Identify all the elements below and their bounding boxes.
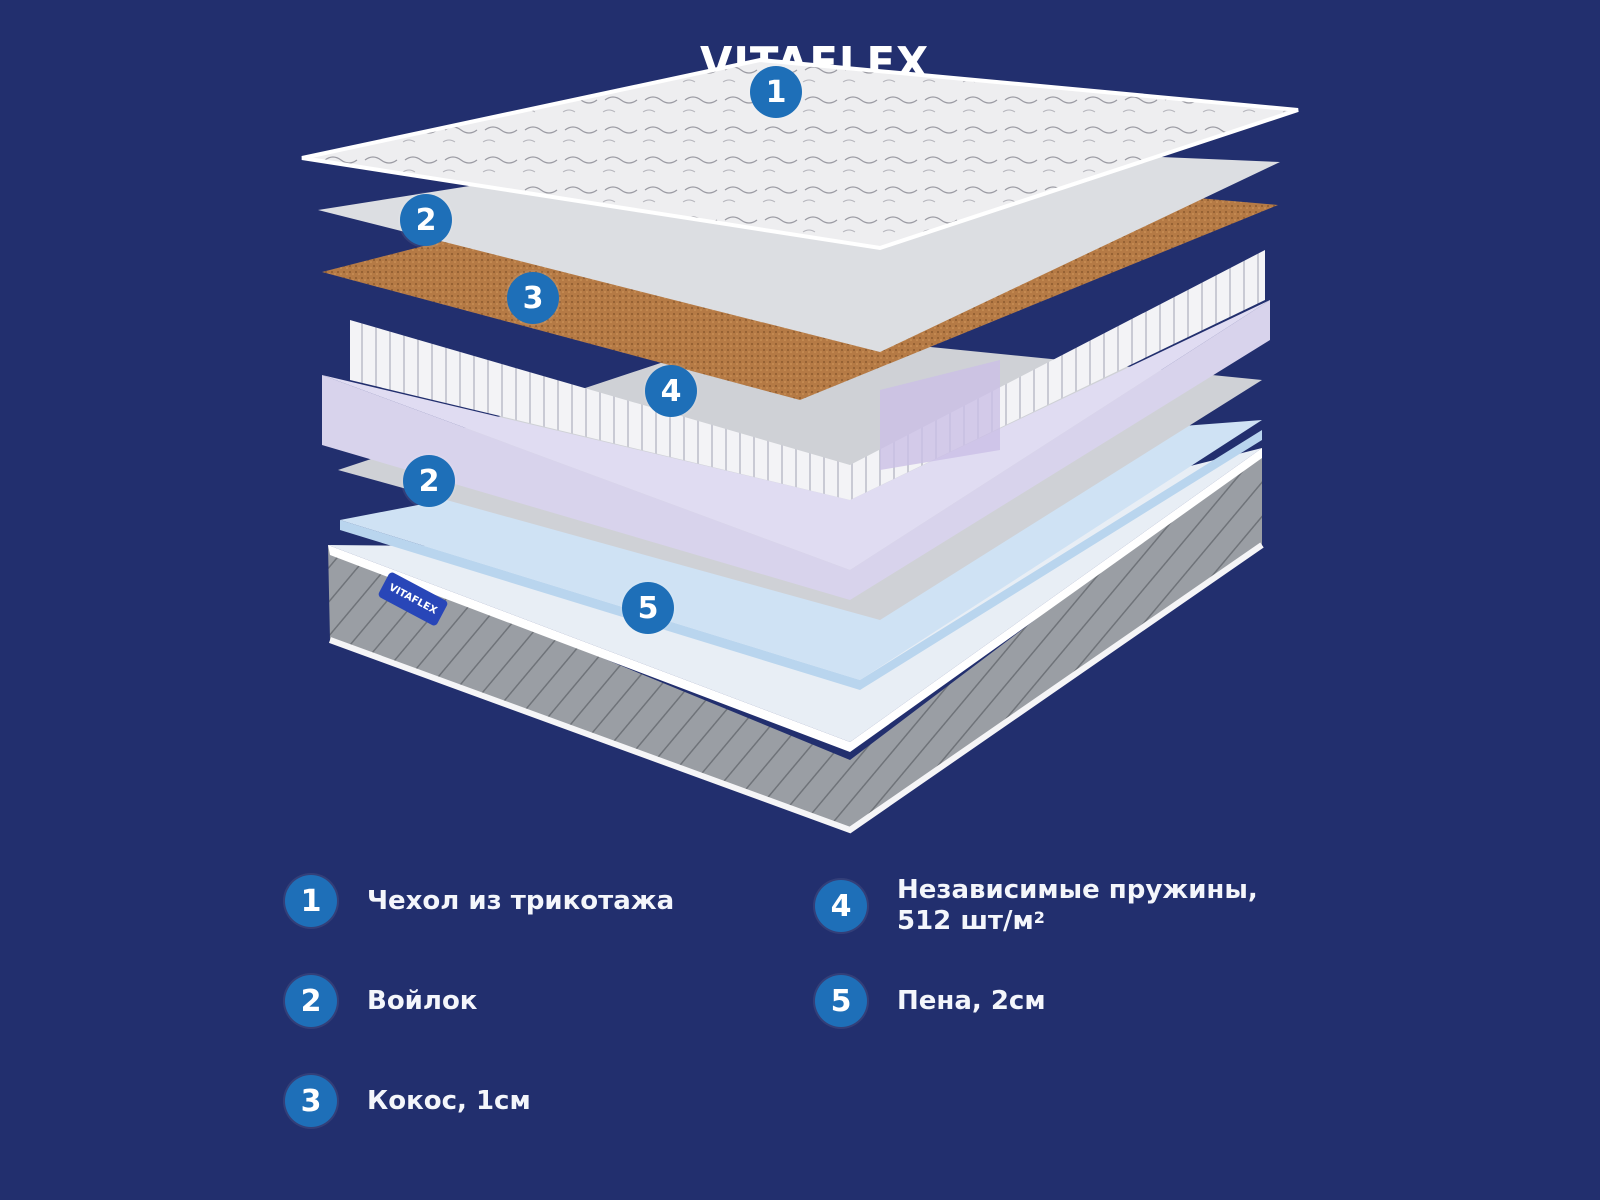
legend-text-1: Чехол из трикотажа xyxy=(367,885,675,916)
marker-5: 5 xyxy=(622,582,674,634)
legend-item-1: 1 Чехол из трикотажа xyxy=(285,875,674,927)
legend-text-4: Независимые пружины, 512 шт/м2 xyxy=(897,875,1258,937)
legend-badge-1: 1 xyxy=(285,875,337,927)
legend-item-3: 3 Кокос, 1см xyxy=(285,1075,531,1127)
legend-text-4-line2: 512 шт/м2 xyxy=(897,906,1045,936)
legend-badge-5: 5 xyxy=(815,975,867,1027)
legend-item-4: 4 Независимые пружины, 512 шт/м2 xyxy=(815,875,1258,937)
legend-text-2: Войлок xyxy=(367,985,478,1016)
springs-layer xyxy=(322,250,1270,600)
marker-3: 3 xyxy=(507,272,559,324)
legend-text-5: Пена, 2см xyxy=(897,985,1046,1016)
marker-2-bottom: 2 xyxy=(403,455,455,507)
legend-text-3: Кокос, 1см xyxy=(367,1085,531,1116)
legend-badge-2: 2 xyxy=(285,975,337,1027)
cover-layer xyxy=(301,57,1299,251)
marker-1: 1 xyxy=(750,66,802,118)
legend-item-5: 5 Пена, 2см xyxy=(815,975,1046,1027)
mattress-layers-illustration xyxy=(301,57,1299,834)
legend-text-4-line1: Независимые пружины, xyxy=(897,875,1258,905)
marker-2-top: 2 xyxy=(400,194,452,246)
legend-badge-3: 3 xyxy=(285,1075,337,1127)
legend-badge-4: 4 xyxy=(815,880,867,932)
legend-item-2: 2 Войлок xyxy=(285,975,477,1027)
marker-4: 4 xyxy=(645,365,697,417)
